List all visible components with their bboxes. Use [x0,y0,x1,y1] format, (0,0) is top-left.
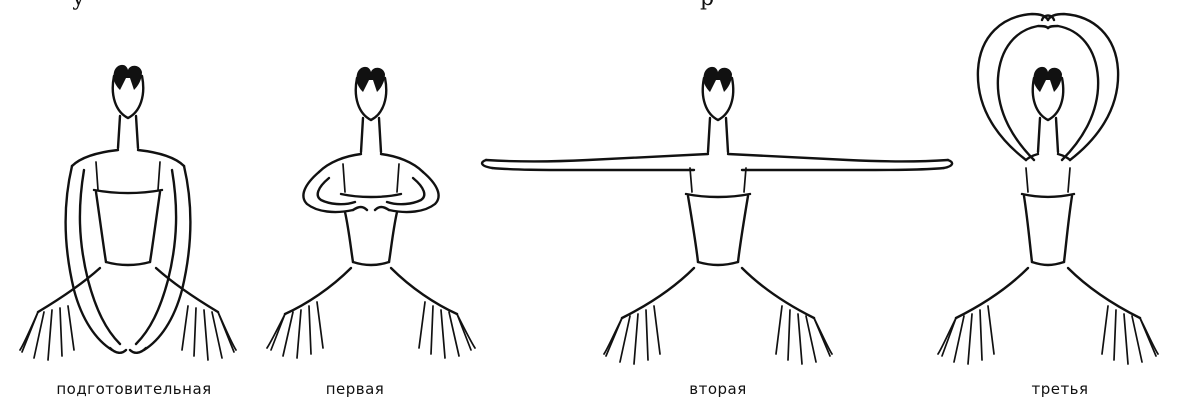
dancer-first-drawing [255,0,485,380]
caption-preparatory: подготовительная [56,380,211,398]
dancer-preparatory-drawing [0,0,260,380]
figure-first-position [255,0,485,380]
dancer-third-drawing [930,0,1188,380]
caption-first: первая [326,380,385,398]
figure-third-position [930,0,1188,380]
figure-second-position [478,0,958,380]
figure-preparatory-position [0,0,260,380]
dancer-second-drawing [478,0,958,380]
caption-second: вторая [689,380,747,398]
caption-third: третья [1031,380,1088,398]
